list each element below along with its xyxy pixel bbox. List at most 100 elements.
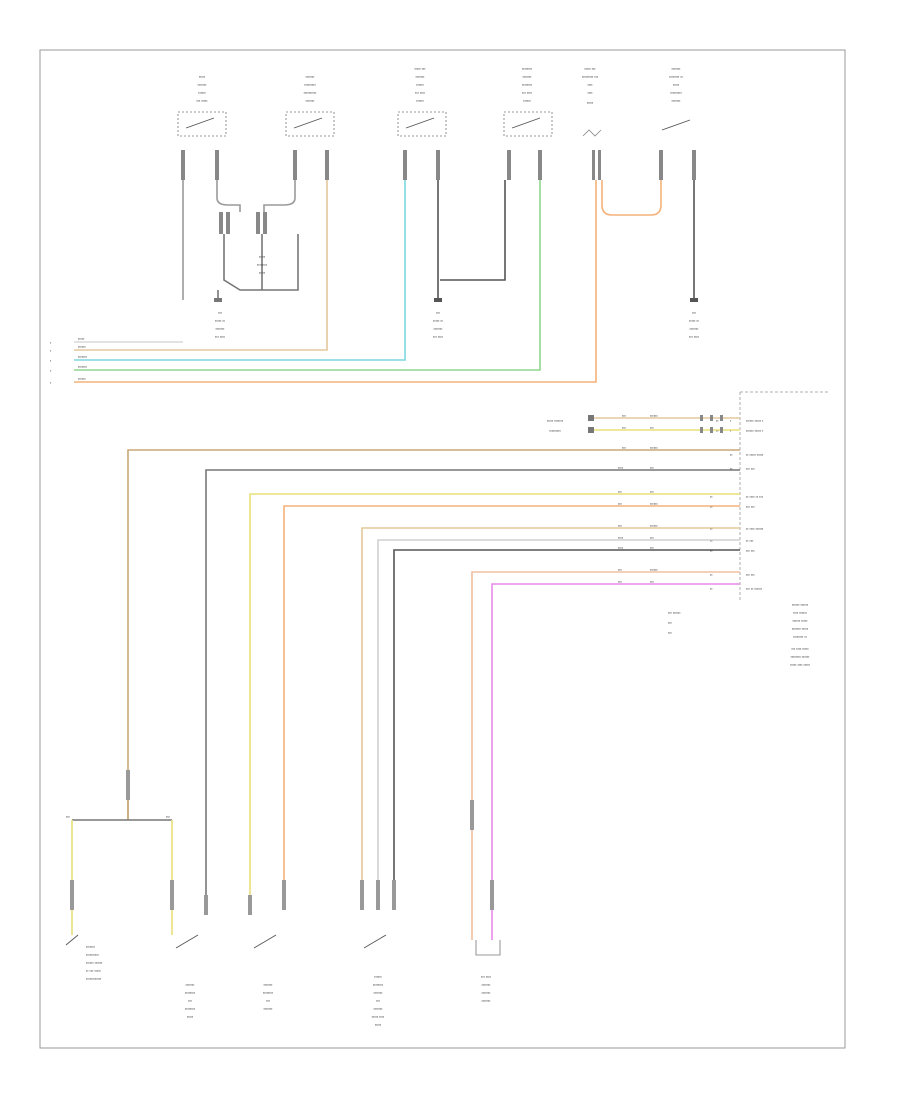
svg-text:▪▪▪: ▪▪▪ — [618, 568, 622, 572]
control-module: ▪▪▪▪▪▪ ▪▪▪▪▪ ▪ ▪▪▪▪▪▪ ▪▪▪▪▪ ▪ ▪▪ ▪▪▪▪▪ ▪… — [668, 391, 830, 667]
svg-text:▪▪▪▪▪▪▪▪▪▪: ▪▪▪▪▪▪▪▪▪▪ — [304, 91, 317, 95]
svg-text:▪▪▪▪▪▪▪: ▪▪▪▪▪▪▪ — [672, 99, 681, 103]
svg-text:▪▪▪▪▪ ▪▪▪▪ ▪▪▪▪▪: ▪▪▪▪▪ ▪▪▪▪ ▪▪▪▪▪ — [790, 663, 810, 667]
top-wiring: ▪▪▪▪▪ ▪▪▪▪▪▪▪▪ ▪▪▪▪▪ ▪▪▪ ▪▪▪▪▪ ▪▪ ▪▪▪▪▪▪… — [50, 180, 699, 385]
component-b: ▪▪▪▪▪▪▪ ▪▪▪▪▪▪▪▪ ▪▪▪ ▪▪▪▪▪▪▪▪ ▪▪▪▪▪ — [175, 934, 199, 1019]
svg-text:▪▪▪ ▪▪▪▪: ▪▪▪ ▪▪▪▪ — [481, 975, 491, 979]
svg-text:▪▪▪ ▪▪▪: ▪▪▪ ▪▪▪ — [746, 505, 755, 509]
svg-text:▪▪▪: ▪▪▪ — [218, 311, 222, 315]
svg-text:▪▪▪▪▪▪: ▪▪▪▪▪▪ — [374, 975, 382, 979]
svg-text:▪▪▪▪▪▪▪: ▪▪▪▪▪▪▪ — [434, 327, 443, 331]
svg-text:▪▪: ▪▪ — [710, 587, 713, 591]
svg-text:▪▪▪ ▪▪▪: ▪▪▪ ▪▪▪ — [746, 549, 755, 553]
svg-text:▪▪▪▪▪▪▪: ▪▪▪▪▪▪▪ — [86, 945, 95, 949]
svg-text:▪▪▪▪▪▪: ▪▪▪▪▪▪ — [650, 502, 658, 506]
switch-3: ▪▪▪▪▪ ▪▪▪ ▪▪▪▪▪▪▪ ▪▪▪▪▪▪ ▪▪▪ ▪▪▪▪ ▪▪▪▪▪▪ — [397, 67, 447, 137]
svg-text:▪▪: ▪▪ — [710, 573, 713, 577]
svg-text:▪▪▪▪▪▪▪▪: ▪▪▪▪▪▪▪▪ — [257, 263, 267, 267]
svg-text:▪▪▪▪▪: ▪▪▪▪▪ — [587, 101, 593, 105]
module-wiring: ▪▪▪▪▪ ▪▪▪▪▪▪▪ ▪▪▪▪▪▪▪▪▪ ▪▪▪▪▪▪▪▪▪ ▪▪▪▪▪▪… — [127, 414, 740, 900]
svg-text:▪▪▪: ▪▪▪ — [436, 311, 440, 315]
svg-text:▪▪▪▪▪▪▪▪ ▪▪: ▪▪▪▪▪▪▪▪ ▪▪ — [669, 75, 683, 79]
svg-text:▪▪ ▪▪▪: ▪▪ ▪▪▪ — [746, 539, 753, 543]
svg-text:▪▪▪▪▪▪▪: ▪▪▪▪▪▪▪ — [78, 355, 87, 359]
svg-text:▪▪▪▪: ▪▪▪▪ — [587, 91, 592, 95]
svg-text:▪▪▪▪▪▪ ▪▪▪▪▪: ▪▪▪▪▪▪ ▪▪▪▪▪ — [792, 619, 807, 623]
svg-text:▪▪▪▪▪: ▪▪▪▪▪ — [78, 337, 84, 341]
svg-text:▪▪▪▪▪ ▪▪▪▪▪▪▪: ▪▪▪▪▪ ▪▪▪▪▪▪▪ — [547, 419, 563, 423]
svg-text:▪▪: ▪▪ — [710, 539, 713, 543]
svg-text:▪: ▪ — [730, 429, 731, 433]
svg-text:▪▪▪: ▪▪▪ — [376, 999, 380, 1003]
diagram-border — [39, 49, 846, 1049]
svg-text:▪▪▪▪▪▪▪: ▪▪▪▪▪▪▪ — [264, 1007, 273, 1011]
svg-text:▪▪ ▪▪▪ ▪▪▪▪▪: ▪▪ ▪▪▪ ▪▪▪▪▪ — [86, 969, 101, 973]
svg-text:▪▪▪▪▪▪: ▪▪▪▪▪▪ — [416, 99, 424, 103]
svg-text:▪▪▪▪▪▪▪▪: ▪▪▪▪▪▪▪▪ — [373, 983, 383, 987]
svg-text:▪▪▪▪▪▪▪ ▪▪▪▪▪: ▪▪▪▪▪▪▪ ▪▪▪▪▪ — [792, 627, 808, 631]
svg-text:▪▪▪▪▪: ▪▪▪▪▪ — [375, 1023, 381, 1027]
svg-text:▪▪▪: ▪▪▪ — [618, 580, 622, 584]
svg-text:▪▪▪: ▪▪▪ — [166, 815, 170, 819]
svg-text:▪▪▪ ▪▪ ▪▪▪▪▪▪: ▪▪▪ ▪▪ ▪▪▪▪▪▪ — [746, 587, 762, 591]
component-e: ▪▪▪ ▪▪▪▪ ▪▪▪▪▪▪▪ ▪▪▪▪▪▪▪ ▪▪▪▪▪▪▪ — [475, 940, 501, 1003]
svg-text:▪▪▪▪▪▪▪: ▪▪▪▪▪▪▪ — [216, 327, 225, 331]
svg-text:▪▪▪▪▪: ▪▪▪▪▪ — [673, 83, 679, 87]
svg-text:▪▪▪▪▪▪▪▪▪ ▪▪▪: ▪▪▪▪▪▪▪▪▪ ▪▪▪ — [582, 75, 598, 79]
svg-text:▪▪▪ ▪▪▪▪▪: ▪▪▪ ▪▪▪▪▪ — [196, 99, 207, 103]
svg-text:▪▪▪▪▪▪▪: ▪▪▪▪▪▪▪ — [186, 983, 195, 987]
svg-text:▪▪▪ ▪▪▪▪: ▪▪▪ ▪▪▪▪ — [433, 335, 443, 339]
svg-text:▪▪: ▪▪ — [710, 527, 713, 531]
svg-text:▪▪▪▪▪▪▪: ▪▪▪▪▪▪▪ — [78, 365, 87, 369]
svg-text:▪▪ ▪▪▪▪ ▪▪ ▪▪▪: ▪▪ ▪▪▪▪ ▪▪ ▪▪▪ — [746, 495, 763, 499]
component-a: ▪▪▪▪▪▪▪ ▪▪▪▪▪▪▪▪▪▪ ▪▪▪▪▪▪ ▪▪▪▪▪▪ ▪▪ ▪▪▪ … — [65, 934, 102, 981]
svg-text:▪▪▪ ▪▪▪▪▪▪: ▪▪▪ ▪▪▪▪▪▪ — [668, 611, 680, 615]
svg-text:▪▪▪▪▪: ▪▪▪▪▪ — [259, 255, 265, 259]
svg-text:▪▪▪▪▪: ▪▪▪▪▪ — [199, 75, 205, 79]
svg-text:▪▪▪▪▪▪▪▪: ▪▪▪▪▪▪▪▪ — [185, 1007, 195, 1011]
bottom-wiring: ▪▪▪ ▪▪▪ — [66, 800, 493, 940]
bottom-connectors — [70, 770, 494, 915]
svg-text:▪▪: ▪▪ — [710, 495, 713, 499]
svg-text:▪▪▪▪▪▪▪▪: ▪▪▪▪▪▪▪▪ — [522, 67, 532, 71]
svg-text:▪▪▪: ▪▪▪ — [650, 426, 654, 430]
switch-5: ▪▪▪▪▪ ▪▪▪ ▪▪▪▪▪▪▪▪▪ ▪▪▪ ▪▪▪▪ ▪▪▪▪ ▪▪▪▪▪ — [582, 67, 602, 137]
component-c: ▪▪▪▪▪▪▪ ▪▪▪▪▪▪▪▪ ▪▪▪ ▪▪▪▪▪▪▪ — [253, 934, 277, 1011]
svg-text:▪▪▪: ▪▪▪ — [622, 426, 626, 430]
svg-text:▪▪▪▪▪▪: ▪▪▪▪▪▪ — [650, 446, 658, 450]
svg-text:▪▪▪▪▪▪▪: ▪▪▪▪▪▪▪ — [374, 991, 383, 995]
svg-text:▪▪▪▪ ▪▪▪▪▪▪: ▪▪▪▪ ▪▪▪▪▪▪ — [793, 611, 807, 615]
svg-text:▪▪▪▪▪▪▪▪▪: ▪▪▪▪▪▪▪▪▪ — [670, 91, 681, 95]
svg-text:▪▪▪▪▪▪▪: ▪▪▪▪▪▪▪ — [306, 99, 315, 103]
svg-text:▪▪▪▪▪: ▪▪▪▪▪ — [259, 271, 265, 275]
svg-text:▪▪▪▪▪▪: ▪▪▪▪▪▪ — [78, 377, 86, 381]
svg-text:▪▪▪ ▪▪▪▪: ▪▪▪ ▪▪▪▪ — [689, 335, 699, 339]
svg-text:▪▪▪▪▪▪ ▪▪▪▪▪ ▪: ▪▪▪▪▪▪ ▪▪▪▪▪ ▪ — [746, 419, 763, 423]
svg-text:▪▪▪: ▪▪▪ — [650, 546, 654, 550]
svg-text:▪▪▪▪▪ ▪▪▪▪: ▪▪▪▪▪ ▪▪▪▪ — [372, 1015, 384, 1019]
svg-text:▪▪ ▪▪▪▪ ▪▪▪▪▪▪: ▪▪ ▪▪▪▪ ▪▪▪▪▪▪ — [746, 527, 763, 531]
svg-text:▪▪▪▪▪▪▪: ▪▪▪▪▪▪▪ — [416, 75, 425, 79]
svg-text:▪▪▪▪▪▪▪▪▪▪: ▪▪▪▪▪▪▪▪▪▪ — [86, 953, 99, 957]
module-pins: ▪▪▪▪▪▪ ▪▪▪▪▪ ▪ ▪▪▪▪▪▪ ▪▪▪▪▪ ▪ ▪▪ ▪▪▪▪▪ ▪… — [710, 419, 763, 591]
svg-text:▪▪▪▪▪▪: ▪▪▪▪▪▪ — [78, 345, 86, 349]
svg-text:▪▪▪▪▪▪: ▪▪▪▪▪▪ — [650, 524, 658, 528]
switch-1: ▪▪▪▪▪ ▪▪▪▪▪▪▪ ▪▪▪▪▪▪ ▪▪▪ ▪▪▪▪▪ — [177, 75, 227, 137]
svg-text:▪: ▪ — [50, 349, 51, 353]
svg-text:▪▪▪▪▪▪▪: ▪▪▪▪▪▪▪ — [198, 83, 207, 87]
svg-text:▪▪▪▪▪▪ ▪▪▪▪▪▪: ▪▪▪▪▪▪ ▪▪▪▪▪▪ — [792, 603, 808, 607]
svg-text:▪▪▪▪▪▪▪▪▪: ▪▪▪▪▪▪▪▪▪ — [304, 83, 315, 87]
svg-text:▪▪▪▪▪▪▪: ▪▪▪▪▪▪▪ — [482, 999, 491, 1003]
svg-text:▪▪: ▪▪ — [730, 467, 733, 471]
svg-text:▪▪▪: ▪▪▪ — [266, 999, 270, 1003]
svg-text:▪▪▪▪▪▪▪▪: ▪▪▪▪▪▪▪▪ — [522, 83, 532, 87]
svg-text:▪: ▪ — [50, 359, 51, 363]
svg-text:▪▪▪ ▪▪▪▪: ▪▪▪ ▪▪▪▪ — [522, 91, 532, 95]
svg-text:▪▪▪ ▪▪▪: ▪▪▪ ▪▪▪ — [746, 467, 755, 471]
svg-text:▪▪▪▪: ▪▪▪▪ — [618, 536, 623, 540]
svg-text:▪▪▪ ▪▪▪▪: ▪▪▪ ▪▪▪▪ — [215, 335, 225, 339]
top-connectors — [181, 150, 696, 234]
svg-text:▪▪▪▪▪▪: ▪▪▪▪▪▪ — [650, 414, 658, 418]
svg-text:▪: ▪ — [50, 341, 51, 345]
svg-text:▪▪▪▪▪▪▪: ▪▪▪▪▪▪▪ — [523, 75, 532, 79]
